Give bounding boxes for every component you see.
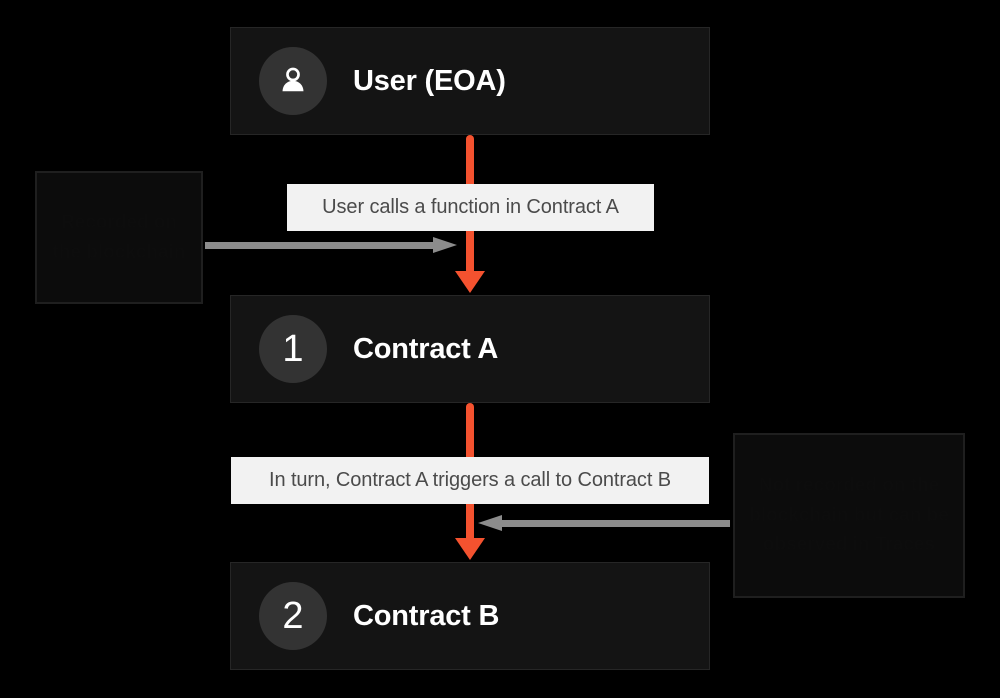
connector-arrow-left [205,237,457,253]
node-title: User (EOA) [353,64,506,97]
node-title: Contract A [353,332,499,365]
node-title: Contract B [353,599,500,632]
node-user: User (EOA) [230,27,710,135]
step-label-user-calls-contract-a: User calls a function in Contract A [287,184,654,231]
step-label-contract-a-calls-contract-b: In turn, Contract A triggers a call to C… [231,457,709,504]
connector-head-right [433,237,457,253]
step-number-badge: 1 [259,315,327,383]
arrow-head [455,271,485,293]
connector-head-left [478,515,502,531]
step-number-badge: 2 [259,582,327,650]
annotation-recorded-on-blockchain: Recorded on the blockchain [35,171,203,304]
annotation-not-recorded-on-blockchain: Not recorded on the blockchain but can b… [733,433,965,598]
user-icon [282,67,304,92]
connector-shaft [205,242,433,249]
connector-arrow-right [478,515,730,531]
node-contract-b: 2 Contract B [230,562,710,670]
arrow-head [455,538,485,560]
connector-shaft [502,520,730,527]
avatar [259,47,327,115]
node-contract-a: 1 Contract A [230,295,710,403]
